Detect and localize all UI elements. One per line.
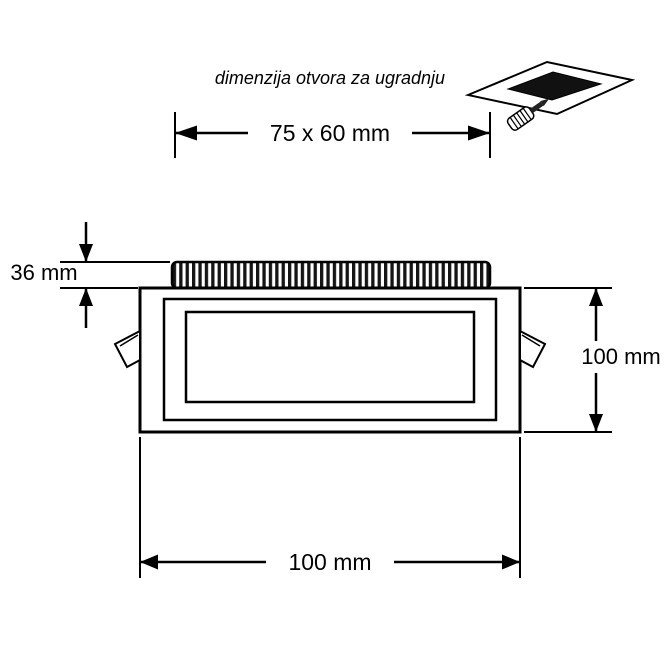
- handle-hatch: [519, 110, 529, 123]
- dimension-cutout-label: 75 x 60 mm: [270, 120, 390, 146]
- clip-body: [519, 329, 547, 369]
- screwdriver-icon: [506, 98, 550, 131]
- dimension-height: 36 mm: [10, 222, 170, 328]
- clip-detail-line: [521, 334, 541, 347]
- panel-outer-body: [138, 286, 522, 434]
- arrowhead-left-icon: [140, 554, 158, 570]
- dimension-depth-label: 100 mm: [581, 344, 660, 369]
- diagram-title: dimenzija otvora za ugradnju: [215, 68, 445, 88]
- installation-opening-illustration: [464, 60, 636, 131]
- dimension-depth: 100 mm: [524, 287, 661, 433]
- dimension-width-label: 100 mm: [288, 549, 371, 575]
- drawing-root: dimenzija otvora za ugradnju: [10, 60, 661, 578]
- panel-light-lens: [184, 310, 476, 404]
- cutout-hole: [506, 71, 603, 101]
- mounting-clip-left: [113, 329, 141, 369]
- dimension-width: 100 mm: [139, 437, 521, 578]
- arrowhead-down-icon: [79, 244, 93, 262]
- handle-hatch: [522, 107, 532, 121]
- handle-hatch: [512, 114, 522, 127]
- screwdriver-tip: [540, 98, 550, 107]
- arrowhead-right-icon: [468, 125, 490, 141]
- panel-mid-frame: [162, 297, 498, 422]
- clip-body: [113, 329, 141, 369]
- arrowhead-up-icon: [79, 288, 93, 306]
- handle-hatch: [509, 117, 519, 130]
- clip-detail-line: [119, 334, 139, 347]
- panel-cross-section: [138, 286, 522, 434]
- arrowhead-left-icon: [175, 125, 197, 141]
- screwdriver-shaft: [529, 101, 544, 114]
- arrowhead-right-icon: [502, 554, 520, 570]
- arrowhead-up-icon: [589, 288, 603, 306]
- mounting-clip-right: [519, 329, 547, 369]
- handle-hatch: [516, 112, 526, 125]
- heatsink-fins: [170, 260, 492, 290]
- dimension-cutout: 75 x 60 mm: [174, 112, 491, 158]
- arrowhead-down-icon: [589, 414, 603, 432]
- dimension-height-label: 36 mm: [10, 260, 77, 285]
